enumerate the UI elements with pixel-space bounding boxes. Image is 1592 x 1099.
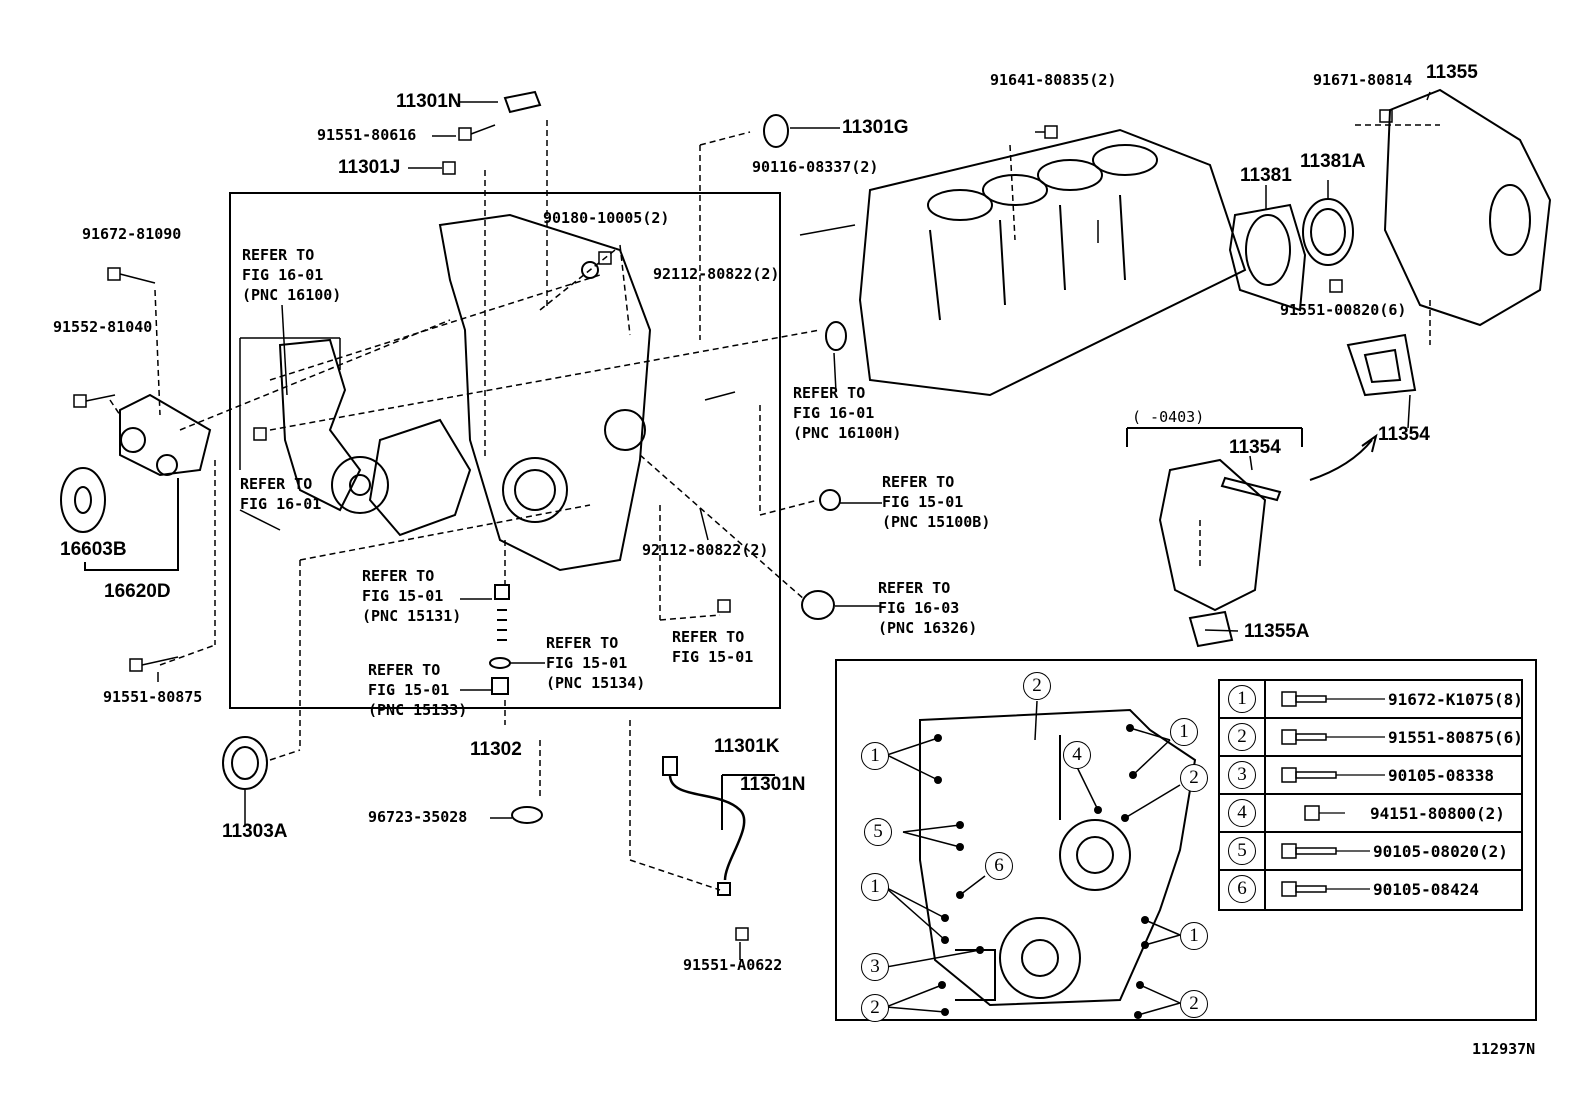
legend-number: 1 <box>1228 685 1256 713</box>
part-label[interactable]: 11301N <box>740 774 806 795</box>
part-label[interactable]: 90116-08337(2) <box>752 158 879 176</box>
legend-bolt-code[interactable]: 94151-80800(2) <box>1370 804 1505 823</box>
part-label[interactable]: 11355A <box>1244 621 1310 642</box>
timing-cover-outline <box>438 213 652 572</box>
inset-callout: 3 <box>861 953 889 981</box>
part-label[interactable]: 92112-80822(2) <box>642 541 769 559</box>
legend-bolt-code[interactable]: 90105-08020(2) <box>1373 842 1508 861</box>
part-label[interactable]: 91671-80814 <box>1313 71 1413 89</box>
part-label[interactable]: 91641-80835(2) <box>990 71 1117 89</box>
part-label[interactable]: 91551-80875 <box>103 688 203 706</box>
inset-callout: 1 <box>1170 718 1198 746</box>
inset-callout: 2 <box>1180 990 1208 1018</box>
legend-bolt-code[interactable]: 90105-08338 <box>1388 766 1494 785</box>
inset-callout: 6 <box>985 852 1013 880</box>
legend-number: 6 <box>1228 875 1256 903</box>
part-label[interactable]: 91551-80616 <box>317 126 417 144</box>
part-label[interactable]: 11301G <box>842 117 909 138</box>
inset-callout: 1 <box>861 742 889 770</box>
inset-callout: 2 <box>1023 672 1051 700</box>
engine-block-drawing <box>858 128 1247 397</box>
legend-bolt-code[interactable]: 91672-K1075(8) <box>1388 690 1523 709</box>
legend-number: 3 <box>1228 761 1256 789</box>
inset-callout: 2 <box>861 994 889 1022</box>
part-label[interactable]: 11355 <box>1426 62 1478 83</box>
part-label[interactable]: 11301K <box>714 736 780 757</box>
part-label[interactable]: 91672-81090 <box>82 225 182 243</box>
part-label[interactable]: 11301N <box>396 91 462 112</box>
part-label[interactable]: 11381 <box>1240 165 1292 186</box>
legend-number: 2 <box>1228 723 1256 751</box>
part-label[interactable]: 90180-10005(2) <box>543 209 670 227</box>
part-label[interactable]: 11303A <box>222 821 288 842</box>
inset-callout: 2 <box>1180 764 1208 792</box>
part-label[interactable]: 11354 <box>1378 424 1430 445</box>
legend-bolt-code[interactable]: 90105-08424 <box>1373 880 1479 899</box>
diagram-code: 112937N <box>1472 1040 1536 1058</box>
inset-callout: 4 <box>1063 741 1091 769</box>
part-label[interactable]: 11381A <box>1300 151 1366 172</box>
date-range-label: ( -0403) <box>1132 408 1205 426</box>
part-label[interactable]: 91551-A0622 <box>683 956 783 974</box>
legend-number: 5 <box>1228 837 1256 865</box>
part-label[interactable]: 11354 <box>1229 437 1281 458</box>
bolt-location-inset-box <box>835 659 1537 1021</box>
timing-cover-group-box <box>229 192 781 709</box>
inset-callout: 1 <box>1180 922 1208 950</box>
inset-callout: 5 <box>864 818 892 846</box>
legend-number: 4 <box>1228 799 1256 827</box>
part-label[interactable]: 16620D <box>104 581 171 602</box>
part-label[interactable]: 91552-81040 <box>53 318 153 336</box>
part-label[interactable]: 91551-00820(6) <box>1280 301 1407 319</box>
part-label[interactable]: 16603B <box>60 539 127 560</box>
part-label[interactable]: 11301J <box>338 157 401 178</box>
part-label[interactable]: 96723-35028 <box>368 808 468 826</box>
legend-bolt-code[interactable]: 91551-80875(6) <box>1388 728 1523 747</box>
inset-callout: 1 <box>861 873 889 901</box>
part-label[interactable]: 92112-80822(2) <box>653 265 780 283</box>
part-label[interactable]: 11302 <box>470 739 522 760</box>
